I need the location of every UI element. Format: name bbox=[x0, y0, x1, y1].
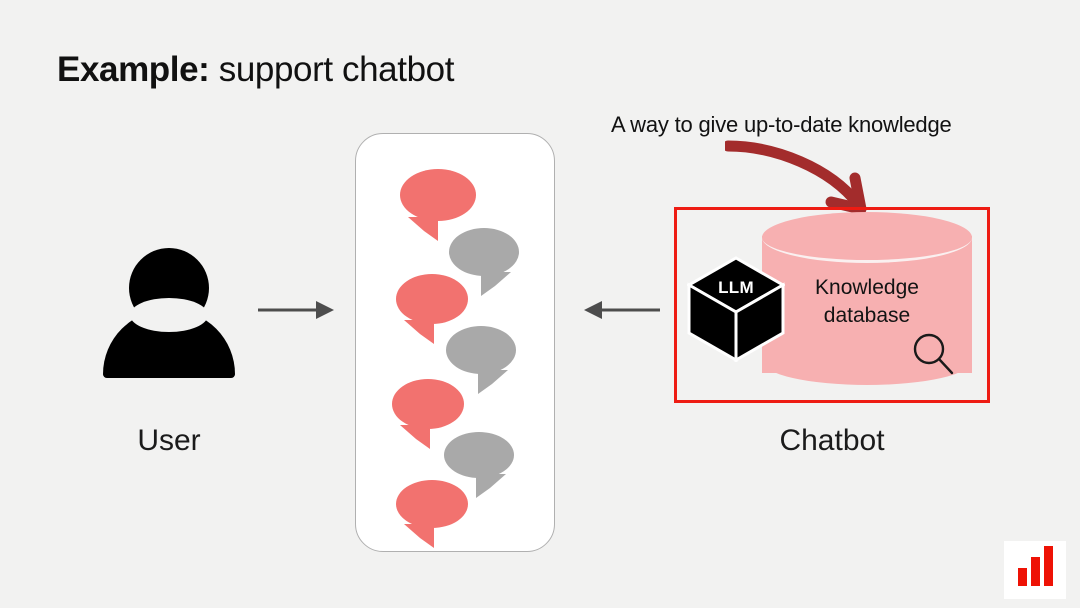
user-label: User bbox=[137, 424, 201, 457]
chat-bubble-tail bbox=[400, 425, 430, 449]
chat-bubble-bot-3 bbox=[444, 432, 514, 498]
chat-bubble-tail bbox=[481, 272, 511, 296]
database-label-line2: database bbox=[823, 304, 911, 327]
page-title-bold: Example: bbox=[57, 50, 210, 89]
chatbot-highlight-box bbox=[674, 207, 990, 403]
chat-bubble-tail bbox=[408, 217, 438, 241]
chat-bubble-user-3 bbox=[392, 379, 464, 449]
llm-cube-icon: LLM bbox=[685, 256, 787, 363]
chatbot-label: Chatbot bbox=[779, 424, 885, 457]
page-title: Example: support chatbot bbox=[57, 50, 454, 90]
chat-bubble-tail bbox=[404, 320, 434, 344]
chat-bubble-body bbox=[400, 169, 476, 221]
logo-bar-3 bbox=[1044, 546, 1053, 586]
cube-icon-shape bbox=[685, 256, 787, 363]
logo-bar-2 bbox=[1031, 557, 1040, 586]
chat-bubble-tail bbox=[478, 370, 508, 394]
chat-bubble-body bbox=[396, 274, 468, 324]
chat-bubble-tail bbox=[476, 474, 506, 498]
chat-conversation-panel bbox=[355, 133, 555, 552]
chat-bubble-tail bbox=[404, 524, 434, 548]
chat-bubble-user-2 bbox=[396, 274, 468, 344]
chat-bubble-user-1 bbox=[400, 169, 476, 241]
chat-bubble-body bbox=[444, 432, 514, 478]
chat-bubble-body bbox=[446, 326, 516, 374]
bar-chart-logo bbox=[1004, 541, 1066, 599]
knowledge-database-cylinder: Knowledge database bbox=[762, 212, 972, 397]
cylinder-top-ellipse bbox=[762, 212, 972, 263]
chat-bubble-user-4 bbox=[396, 480, 468, 548]
logo-bar-1 bbox=[1018, 568, 1027, 586]
chat-bubble-body bbox=[449, 228, 519, 276]
chat-bubble-body bbox=[396, 480, 468, 528]
database-label: Knowledge database bbox=[762, 274, 972, 330]
page-title-rest: support chatbot bbox=[209, 50, 455, 89]
arrow-left-icon bbox=[584, 301, 660, 319]
chat-bubble-bot-1 bbox=[449, 228, 519, 296]
user-silhouette-icon bbox=[103, 248, 235, 378]
arrow-right-icon bbox=[258, 301, 334, 319]
chat-bubble-bot-2 bbox=[446, 326, 516, 394]
database-label-line1: Knowledge bbox=[815, 276, 919, 299]
chat-bubble-body bbox=[392, 379, 464, 429]
annotation-label: A way to give up-to-date knowledge bbox=[611, 112, 952, 137]
magnifying-glass-icon bbox=[913, 333, 954, 375]
user-neck-cutout bbox=[130, 298, 208, 332]
